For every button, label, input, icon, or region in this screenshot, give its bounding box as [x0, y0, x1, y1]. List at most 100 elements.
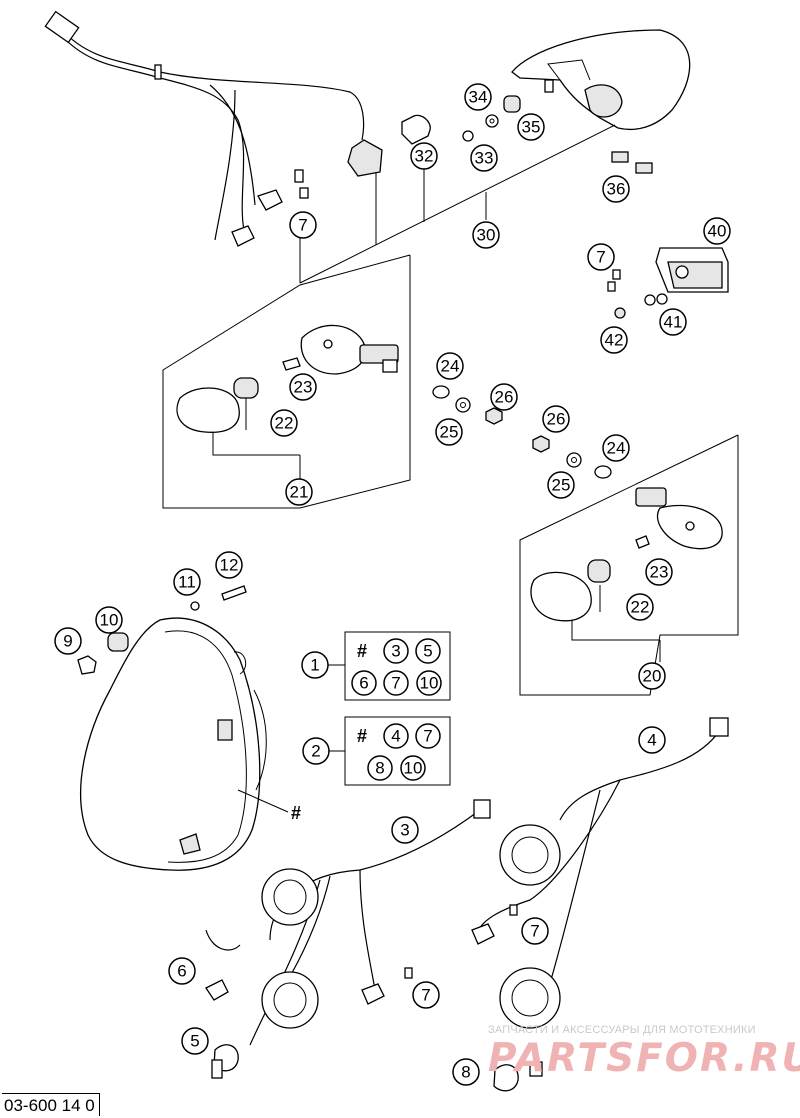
callout-22-a[interactable]: 22 — [270, 409, 298, 437]
kit2-item-7[interactable]: 7 — [415, 723, 441, 749]
document-id: 03-600 14 0 — [2, 1093, 100, 1116]
tail-bulb — [401, 114, 431, 145]
callout-25-a[interactable]: 25 — [435, 418, 463, 446]
callout-7-plate[interactable]: 7 — [587, 243, 615, 271]
callout-34[interactable]: 34 — [464, 83, 492, 111]
headlight-leader — [237, 789, 289, 813]
rear-fender-tail-light — [511, 29, 691, 131]
svg-text:7: 7 — [421, 986, 430, 1005]
callout-7-h3[interactable]: 7 — [412, 981, 440, 1009]
callout-9[interactable]: 9 — [54, 627, 82, 655]
callout-36[interactable]: 36 — [602, 175, 630, 203]
svg-text:3: 3 — [391, 642, 400, 661]
callout-41[interactable]: 41 — [659, 308, 687, 336]
kit1-item-7[interactable]: 7 — [383, 670, 409, 696]
kit1-item-10[interactable]: 10 — [416, 670, 442, 696]
svg-text:7: 7 — [596, 248, 605, 267]
callout-1[interactable]: 1 — [301, 651, 329, 679]
svg-text:1: 1 — [310, 656, 319, 675]
svg-text:6: 6 — [359, 674, 368, 693]
kit2-item-4[interactable]: 4 — [383, 723, 409, 749]
kit-box-1-contents: # 3 5 6 7 10 — [351, 638, 442, 696]
svg-text:41: 41 — [664, 313, 683, 332]
callout-40[interactable]: 40 — [703, 217, 731, 245]
callout-3[interactable]: 3 — [391, 816, 419, 844]
callout-32[interactable]: 32 — [410, 142, 438, 170]
svg-text:8: 8 — [375, 759, 384, 778]
callout-22-b[interactable]: 22 — [626, 593, 654, 621]
callout-10[interactable]: 10 — [95, 606, 123, 634]
callout-26-a[interactable]: 26 — [490, 383, 518, 411]
indicator-left-rear — [176, 324, 399, 480]
svg-text:22: 22 — [631, 598, 650, 617]
watermark-logo: PARTSFOR.RU — [488, 1036, 800, 1081]
indicator-right-rear — [530, 487, 723, 662]
kit2-item-10[interactable]: 10 — [400, 755, 426, 781]
svg-text:7: 7 — [391, 674, 400, 693]
svg-text:22: 22 — [275, 414, 294, 433]
callout-7-h4[interactable]: 7 — [521, 917, 549, 945]
callout-23-b[interactable]: 23 — [645, 558, 673, 586]
callout-6[interactable]: 6 — [168, 957, 196, 985]
svg-text:10: 10 — [420, 674, 439, 693]
svg-text:8: 8 — [461, 1063, 470, 1082]
indicator-box-20 — [519, 434, 739, 696]
callout-7-tail[interactable]: 7 — [289, 211, 317, 239]
svg-text:34: 34 — [469, 88, 488, 107]
callout-12[interactable]: 12 — [215, 551, 243, 579]
tail-bulb-socket — [231, 139, 383, 247]
callout-33[interactable]: 33 — [470, 144, 498, 172]
headlight-hash-marker: # — [291, 803, 301, 823]
svg-text:42: 42 — [605, 331, 624, 350]
tail-small-parts — [462, 95, 653, 174]
svg-text:25: 25 — [552, 476, 571, 495]
svg-text:23: 23 — [294, 378, 313, 397]
svg-text:6: 6 — [177, 962, 186, 981]
indicator-box-21 — [162, 254, 411, 509]
callout-8[interactable]: 8 — [452, 1058, 480, 1086]
watermark-caption: ЗАПЧАСТИ И АКСЕССУАРЫ ДЛЯ МОТОТЕХНИКИ — [488, 1024, 756, 1036]
kit1-item-6[interactable]: 6 — [351, 670, 377, 696]
headlight-harness-3 — [205, 799, 491, 1079]
svg-text:2: 2 — [311, 742, 320, 761]
callout-26-b[interactable]: 26 — [542, 405, 570, 433]
callout-42[interactable]: 42 — [600, 326, 628, 354]
callout-2[interactable]: 2 — [302, 737, 330, 765]
leader-lines-tail — [299, 124, 616, 284]
svg-text:11: 11 — [178, 573, 196, 592]
svg-text:10: 10 — [100, 611, 119, 630]
svg-text:25: 25 — [440, 423, 459, 442]
headlight-harness-4 — [471, 717, 729, 1092]
kit-box-2-contents: # 4 7 8 10 — [357, 723, 441, 781]
callout-11[interactable]: 11 — [173, 568, 201, 596]
svg-text:40: 40 — [708, 222, 727, 241]
svg-text:24: 24 — [607, 439, 626, 458]
callout-35[interactable]: 35 — [517, 113, 545, 141]
svg-text:24: 24 — [441, 357, 460, 376]
callout-4[interactable]: 4 — [638, 726, 666, 754]
svg-text:#: # — [357, 641, 367, 661]
kit2-item-8[interactable]: 8 — [367, 755, 393, 781]
license-plate-light — [607, 247, 729, 319]
svg-text:9: 9 — [63, 632, 72, 651]
callout-30[interactable]: 30 — [472, 221, 500, 249]
callout-25-b[interactable]: 25 — [547, 471, 575, 499]
callout-24-a[interactable]: 24 — [436, 352, 464, 380]
callout-20[interactable]: 20 — [638, 662, 666, 690]
callout-24-b[interactable]: 24 — [602, 434, 630, 462]
svg-text:7: 7 — [530, 922, 539, 941]
svg-text:32: 32 — [415, 147, 434, 166]
callout-21[interactable]: 21 — [285, 478, 313, 506]
svg-text:26: 26 — [495, 388, 514, 407]
callout-5[interactable]: 5 — [181, 1027, 209, 1055]
kit1-item-3[interactable]: 3 — [383, 638, 409, 664]
kit1-item-5[interactable]: 5 — [415, 638, 441, 664]
svg-text:4: 4 — [391, 727, 400, 746]
svg-text:#: # — [357, 726, 367, 746]
callout-23-a[interactable]: 23 — [289, 373, 317, 401]
svg-text:35: 35 — [522, 118, 541, 137]
tail-light-wiring — [44, 10, 365, 241]
mounting-hardware — [432, 385, 612, 479]
svg-text:5: 5 — [423, 642, 432, 661]
